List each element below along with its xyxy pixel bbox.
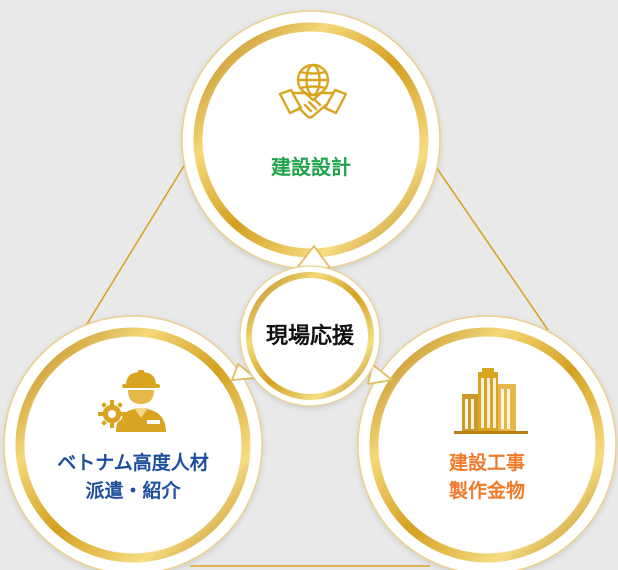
handshake-globe-icon bbox=[278, 63, 348, 119]
node-right-label-line1: 建設工事 bbox=[448, 452, 525, 474]
node-right-label: 建設工事 製作金物 bbox=[387, 450, 587, 505]
node-left-circle bbox=[3, 315, 263, 570]
node-top-circle bbox=[181, 10, 441, 270]
engineer-helmet-icon bbox=[98, 370, 166, 432]
center-pointers bbox=[231, 245, 393, 385]
node-left-label: ベトナム高度人材 派遣・紹介 bbox=[33, 450, 233, 505]
node-top-label: 建設設計 bbox=[271, 155, 351, 179]
center-circle bbox=[239, 265, 381, 407]
node-left-label-line2: 派遣・紹介 bbox=[85, 479, 181, 502]
node-left-label-line1: ベトナム高度人材 bbox=[57, 452, 209, 474]
node-right-circle bbox=[357, 315, 617, 570]
connector-triangle bbox=[73, 147, 549, 567]
node-right-label-line2: 製作金物 bbox=[448, 479, 525, 502]
center-label: 現場応援 bbox=[265, 324, 354, 349]
office-building-icon bbox=[454, 368, 528, 434]
